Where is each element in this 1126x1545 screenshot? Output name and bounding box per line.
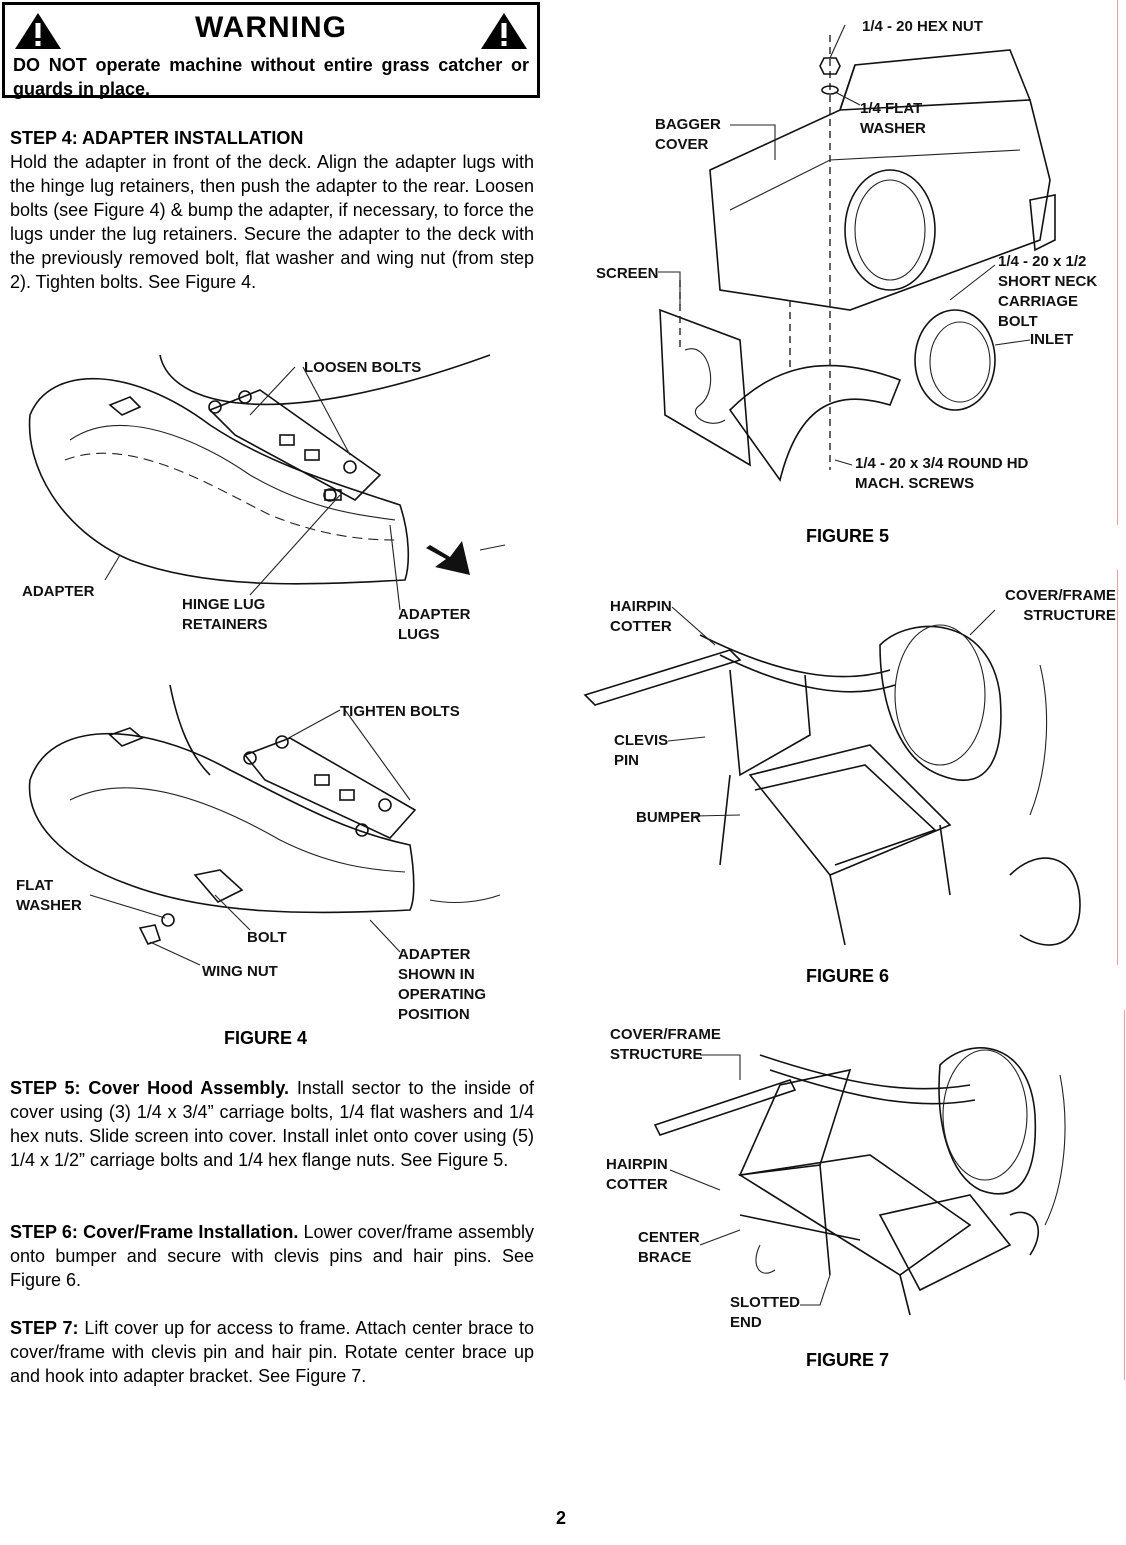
step6-heading: STEP 6: Cover/Frame Installation. <box>10 1222 299 1242</box>
step5-heading: STEP 5: Cover Hood Assembly. <box>10 1078 289 1098</box>
warning-box: WARNING DO NOT operate machine without e… <box>2 2 540 99</box>
step7-heading: STEP 7: <box>10 1318 79 1338</box>
warning-triangle-icon <box>481 13 527 49</box>
scan-edge-line <box>1124 1010 1125 1380</box>
label-hex-nut: 1/4 - 20 HEX NUT <box>862 18 983 35</box>
label-adapter: ADAPTER <box>22 583 95 600</box>
scan-edge-line <box>1117 570 1118 965</box>
step4-body: Hold the adapter in front of the deck. A… <box>10 152 534 292</box>
label-clevis-pin: CLEVIS PIN <box>614 732 669 769</box>
warning-title: WARNING <box>195 11 347 44</box>
figure4-caption: FIGURE 4 <box>224 1028 308 1048</box>
figure6-caption: FIGURE 6 <box>806 966 890 986</box>
label-adapter-operating: ADAPTER SHOWN IN OPERATING POSITION <box>398 946 487 1023</box>
step7-section: STEP 7: Lift cover up for access to fram… <box>10 1316 534 1388</box>
figure7-caption: FIGURE 7 <box>806 1350 890 1370</box>
label-hairpin-cotter-6: HAIRPIN COTTER <box>610 598 672 635</box>
label-screen: SCREEN <box>596 265 659 282</box>
label-bagger-cover: BAGGER COVER <box>655 116 721 153</box>
step4-section: STEP 4: ADAPTER INSTALLATION Hold the ad… <box>10 126 534 294</box>
label-cover-frame-6: COVER/FRAME STRUCTURE <box>1005 587 1116 624</box>
label-tighten-bolts: TIGHTEN BOLTS <box>340 703 460 720</box>
step5-section: STEP 5: Cover Hood Assembly. Install sec… <box>10 1076 534 1172</box>
figure6-illustration <box>583 606 1081 946</box>
label-mach-screws: 1/4 - 20 x 3/4 ROUND HD MACH. SCREWS <box>855 455 1029 492</box>
step6-body: Lower cover/frame assembly onto bumper a… <box>10 1222 534 1290</box>
figure5-caption: FIGURE 5 <box>806 526 890 546</box>
step7-body: Lift cover up for access to frame. Attac… <box>10 1318 534 1386</box>
label-flat-washer: FLAT WASHER <box>16 877 82 914</box>
label-inlet: INLET <box>1030 331 1074 348</box>
page-number: 2 <box>556 1508 567 1528</box>
label-loosen-bolts: LOOSEN BOLTS <box>304 359 422 376</box>
figure4-top-illustration <box>28 354 506 611</box>
label-cover-frame-7: COVER/FRAME STRUCTURE <box>610 1026 721 1063</box>
warning-text: DO NOT operate machine without entire gr… <box>13 55 529 99</box>
step5-body: Install sector to the inside of cover us… <box>10 1078 534 1170</box>
step4-heading: STEP 4: ADAPTER INSTALLATION <box>10 128 304 148</box>
label-bolt: BOLT <box>247 929 287 946</box>
label-flat-washer-5: 1/4 FLAT WASHER <box>860 100 926 137</box>
label-hinge-lug-retainers: HINGE LUG RETAINERS <box>182 596 268 633</box>
label-slotted-end: SLOTTED END <box>730 1294 800 1331</box>
label-wing-nut: WING NUT <box>202 963 278 980</box>
step6-section: STEP 6: Cover/Frame Installation. Lower … <box>10 1220 534 1292</box>
label-carriage-bolt: 1/4 - 20 x 1/2 SHORT NECK CARRIAGE BOLT <box>998 253 1098 330</box>
figure4-bottom-illustration <box>28 684 501 966</box>
label-center-brace: CENTER BRACE <box>638 1229 700 1266</box>
warning-triangle-icon <box>15 13 61 49</box>
label-adapter-lugs: ADAPTER LUGS <box>398 606 471 643</box>
figure5-illustration <box>658 24 1056 482</box>
scan-edge-line <box>1117 0 1118 525</box>
figure7-illustration <box>653 1047 1066 1316</box>
label-bumper: BUMPER <box>636 809 702 826</box>
label-hairpin-cotter-7: HAIRPIN COTTER <box>606 1156 668 1193</box>
